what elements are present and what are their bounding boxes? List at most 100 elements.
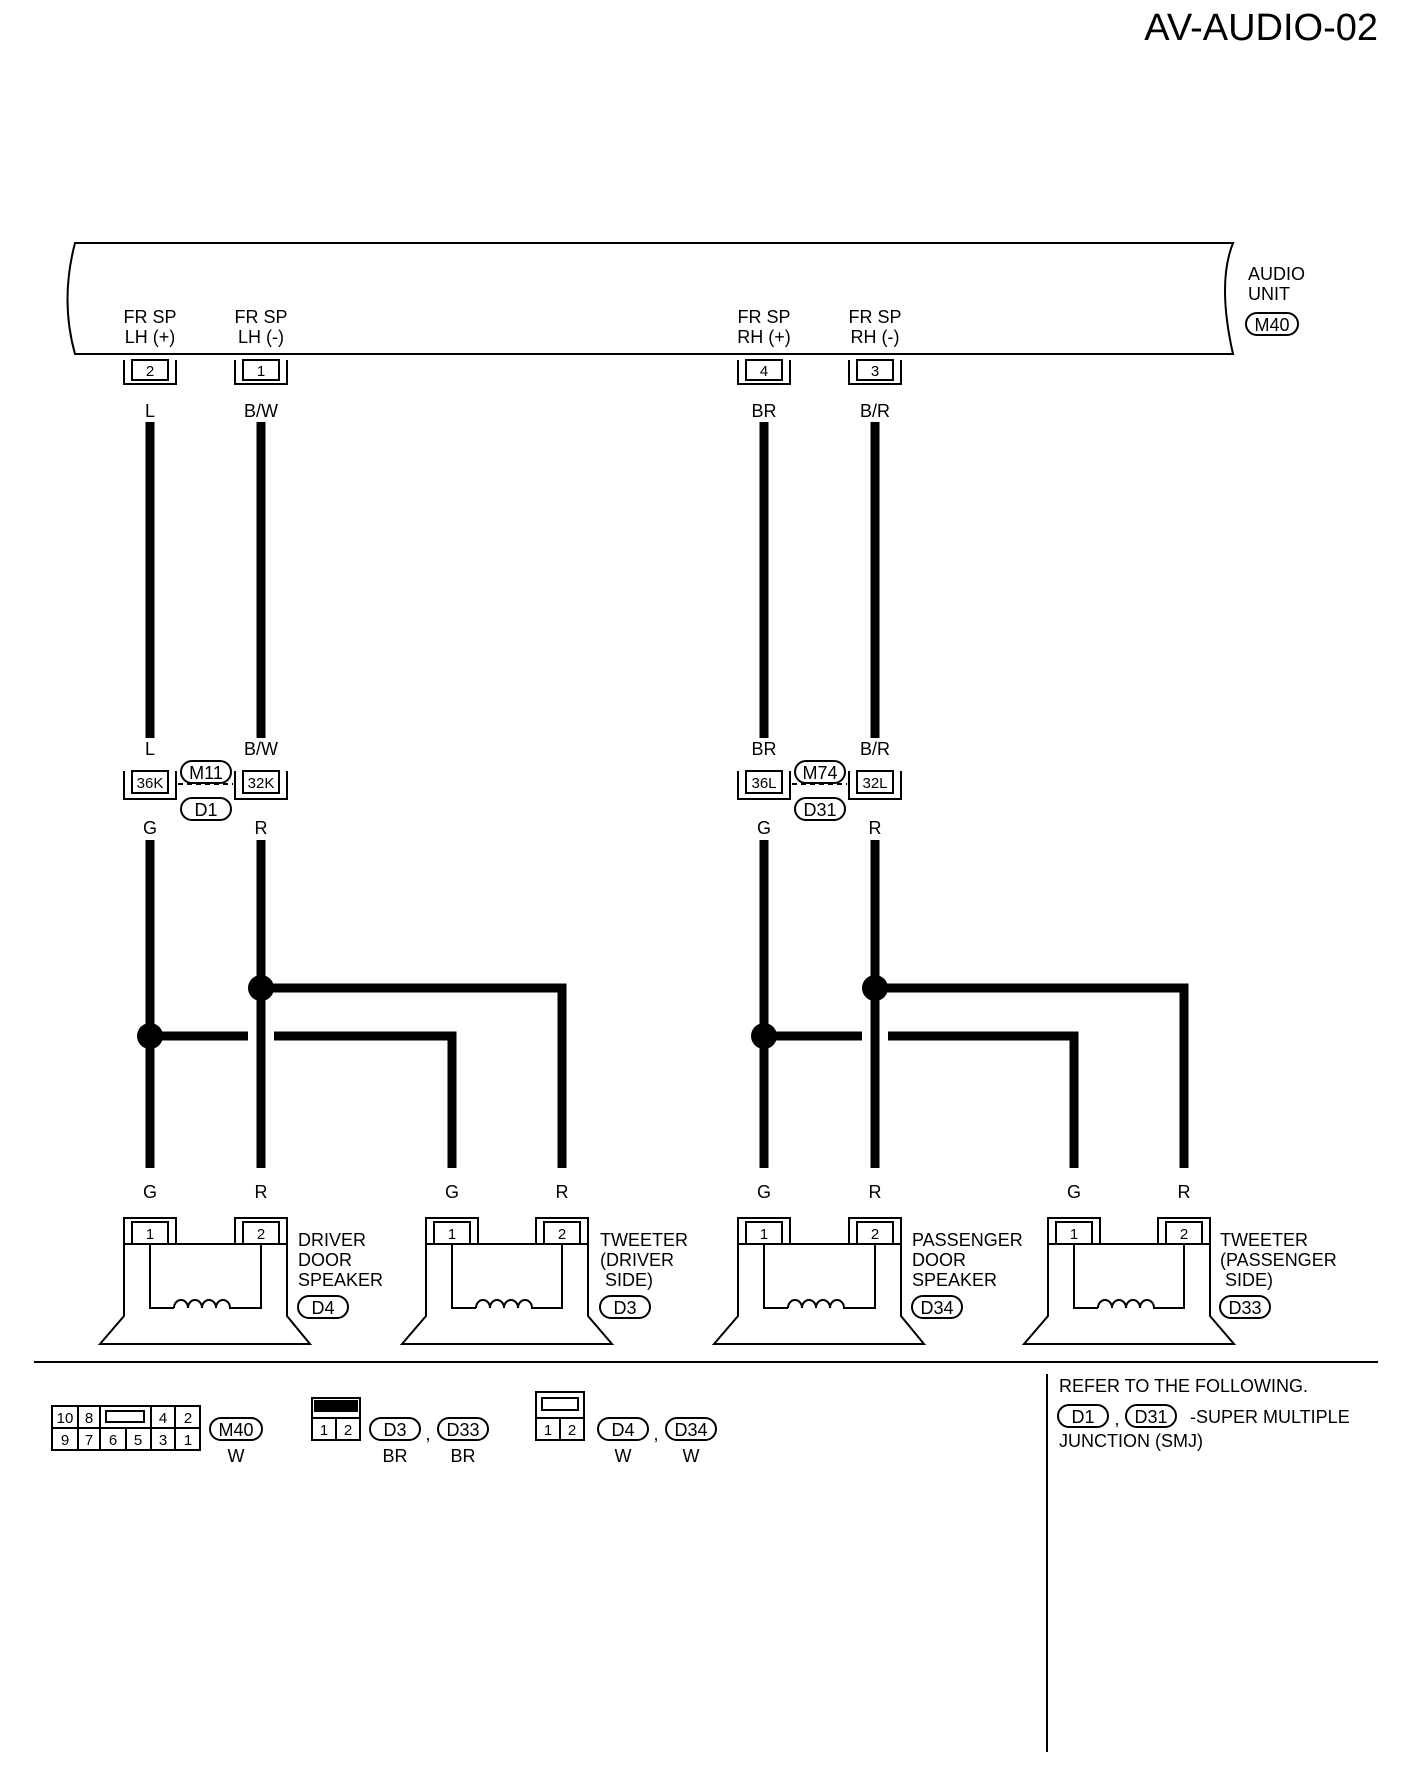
speaker-passenger-door: G R 1 2 PASSENGER DOOR SPEAKER D34 xyxy=(711,1182,1023,1345)
speaker-coil xyxy=(787,1299,848,1309)
audio-unit-connector: M40 xyxy=(1254,315,1289,335)
splice-dot xyxy=(137,1023,163,1049)
connector-view-pin: 2 xyxy=(344,1422,352,1439)
connector-view-pin: 2 xyxy=(568,1422,576,1439)
wire-label: R xyxy=(255,818,268,838)
speaker-pin: 1 xyxy=(448,1226,456,1243)
connector-view-d4-d34: 1 2 D4 W , D34 W xyxy=(535,1391,717,1466)
terminal-pin: 1 xyxy=(257,363,265,380)
wire-label: BR xyxy=(751,401,776,421)
separator: , xyxy=(1114,1409,1119,1429)
audio-unit: AUDIO UNIT M40 xyxy=(66,242,1305,355)
reference-note: REFER TO THE FOLLOWING. D1 , D31 -SUPER … xyxy=(1057,1376,1350,1451)
terminal-pin-box: 3 xyxy=(848,359,902,385)
wire-label: R xyxy=(1178,1182,1191,1202)
reference-connector: D31 xyxy=(1134,1407,1167,1427)
speaker-label-line3: SIDE) xyxy=(1220,1270,1273,1290)
wire-label: G xyxy=(445,1182,459,1202)
speaker-connector: D34 xyxy=(920,1298,953,1318)
audio-unit-connector-badge: M40 xyxy=(1245,312,1299,336)
wire-r-tweeter xyxy=(875,983,1189,1168)
terminal-fr-sp-rh-minus-line2: RH (-) xyxy=(851,327,900,347)
wire-label: G xyxy=(757,818,771,838)
connector-view-pin: 10 xyxy=(57,1410,74,1427)
speaker-connector: D4 xyxy=(311,1298,334,1318)
junction-lh: 36K 32K M11 D1 xyxy=(123,760,288,821)
junction-top-connector: M74 xyxy=(802,763,837,783)
connector-view-color: W xyxy=(615,1446,632,1466)
speaker-pin: 1 xyxy=(146,1226,154,1243)
audio-unit-terminal-labels: FR SP LH (+) FR SP LH (-) FR SP RH (+) F… xyxy=(123,307,901,347)
junction-pin: 36L xyxy=(751,775,776,792)
terminal-pin-box: 1 xyxy=(234,359,288,385)
junction-bottom-connector: D1 xyxy=(194,800,217,820)
connector-view-id: D3 xyxy=(383,1420,406,1440)
splice-dot xyxy=(248,975,274,1001)
speaker-pin: 1 xyxy=(1070,1226,1078,1243)
terminal-fr-sp-lh-plus-line2: LH (+) xyxy=(125,327,176,347)
reference-connector: D1 xyxy=(1071,1407,1094,1427)
reference-description-line2: JUNCTION (SMJ) xyxy=(1059,1431,1203,1451)
terminal-fr-sp-lh-minus-line1: FR SP xyxy=(234,307,287,327)
wire-label: B/W xyxy=(244,401,278,421)
wire-label: R xyxy=(556,1182,569,1202)
speaker-coil xyxy=(475,1299,536,1309)
speaker-label-line1: TWEETER xyxy=(600,1230,688,1250)
connector-view-pin: 6 xyxy=(109,1432,117,1449)
terminal-fr-sp-lh-minus-line2: LH (-) xyxy=(238,327,284,347)
speaker-pin: 2 xyxy=(257,1226,265,1243)
connector-view-pin: 1 xyxy=(184,1432,192,1449)
speaker-body xyxy=(1021,1243,1237,1345)
speaker-coil xyxy=(1097,1299,1158,1309)
speaker-pin: 2 xyxy=(1180,1226,1188,1243)
wire-label: R xyxy=(869,1182,882,1202)
speaker-label-line3: SPEAKER xyxy=(912,1270,997,1290)
speaker-pin: 1 xyxy=(760,1226,768,1243)
reference-heading: REFER TO THE FOLLOWING. xyxy=(1059,1376,1308,1396)
terminal-fr-sp-rh-minus-line1: FR SP xyxy=(848,307,901,327)
terminal-fr-sp-rh-plus-line2: RH (+) xyxy=(737,327,791,347)
speaker-tweeter-passenger: G R 1 2 TWEETER (PASSENGER SIDE) D33 xyxy=(1021,1182,1337,1345)
wire-label: B/R xyxy=(860,401,890,421)
speaker-label-line2: (PASSENGER xyxy=(1220,1250,1337,1270)
separator: , xyxy=(425,1424,430,1444)
connector-view-pin: 7 xyxy=(85,1432,93,1449)
connector-view-color: BR xyxy=(450,1446,475,1466)
terminal-fr-sp-lh-plus-line1: FR SP xyxy=(123,307,176,327)
junction-pin: 32L xyxy=(862,775,887,792)
wire-g-tweeter-b xyxy=(888,1031,1079,1168)
connector-view-pin: 2 xyxy=(184,1410,192,1427)
junction-rh: 36L 32L M74 D31 xyxy=(737,760,902,821)
terminal-pin: 2 xyxy=(146,363,154,380)
speaker-label-line2: (DRIVER xyxy=(600,1250,674,1270)
speaker-pin: 2 xyxy=(871,1226,879,1243)
terminal-pin: 4 xyxy=(760,363,768,380)
connector-view-id: D4 xyxy=(611,1420,634,1440)
junction-top-connector: M11 xyxy=(189,763,223,783)
speaker-body xyxy=(399,1243,615,1345)
junction-pin: 32K xyxy=(248,775,275,792)
speaker-label-line1: DRIVER xyxy=(298,1230,366,1250)
connector-view-pin: 3 xyxy=(159,1432,167,1449)
connector-view-color: BR xyxy=(382,1446,407,1466)
wire-label: R xyxy=(869,818,882,838)
speaker-label-line1: TWEETER xyxy=(1220,1230,1308,1250)
speaker-driver-door: G R 1 2 DRIVER DOOR SPEAKER D4 xyxy=(97,1182,383,1345)
wire-label: G xyxy=(757,1182,771,1202)
audio-unit-box xyxy=(66,242,1235,355)
speaker-body xyxy=(711,1243,927,1345)
terminal-fr-sp-rh-plus-line1: FR SP xyxy=(737,307,790,327)
reference-description: -SUPER MULTIPLE xyxy=(1190,1407,1350,1427)
audio-unit-label-line1: AUDIO xyxy=(1248,264,1305,284)
wire-label: R xyxy=(255,1182,268,1202)
wire-label: BR xyxy=(751,739,776,759)
splice-dot xyxy=(751,1023,777,1049)
connector-view-id: D34 xyxy=(674,1420,707,1440)
terminal-pin: 3 xyxy=(871,363,879,380)
junction-bottom-connector: D31 xyxy=(803,800,836,820)
speaker-tweeter-driver: G R 1 2 TWEETER (DRIVER SIDE) D3 xyxy=(399,1182,688,1345)
wire-labels-mid: G R G R xyxy=(143,818,882,838)
connector-view-m40: 10 8 4 2 9 7 6 5 3 1 M40 W xyxy=(51,1405,263,1466)
speaker-label-line1: PASSENGER xyxy=(912,1230,1023,1250)
